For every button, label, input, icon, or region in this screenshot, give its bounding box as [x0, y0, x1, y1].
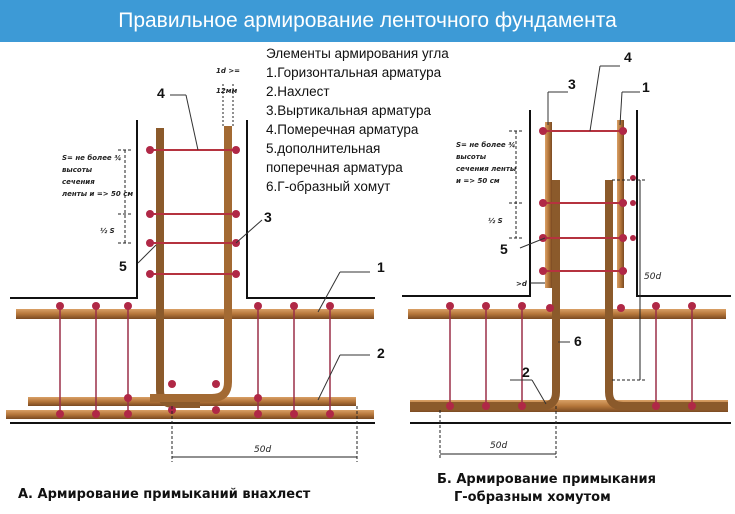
- right-transverse-bars: [540, 130, 627, 272]
- legend-heading: Элементы армирования угла: [266, 46, 449, 61]
- title-banner: Правильное армирование ленточного фундам…: [0, 0, 735, 42]
- right-50d-dimension: [439, 406, 557, 458]
- right-stirrups: [449, 305, 693, 410]
- right-diagram: S= не более ¾ высоты сечения ленты и => …: [402, 49, 731, 458]
- right-horizontal-bar-top: [408, 309, 726, 319]
- left-overlap-dimension: [222, 84, 234, 126]
- right-label-5: 5: [500, 241, 508, 257]
- legend-item: 4.Померечная арматура: [266, 122, 419, 137]
- legend-item: 6.Г-образный хомут: [266, 179, 391, 194]
- left-s-dimension: [118, 149, 132, 244]
- left-diagram: S= не более ¾ высоты сечения ленты и => …: [6, 67, 385, 462]
- legend-item: поперечная арматура: [266, 160, 403, 175]
- left-s-note-1: S= не более ¾: [62, 154, 121, 162]
- right-label-1: 1: [642, 79, 650, 95]
- right-l-clamp-right: [605, 180, 728, 410]
- right-50d-vertical-dimension: [612, 179, 645, 381]
- legend-item: 3.Выртикальная арматура: [266, 103, 432, 118]
- right-outline: [402, 110, 731, 424]
- left-s-note-4: ленты и => 50 см: [62, 190, 133, 198]
- left-s-note-2: высоты: [62, 166, 93, 174]
- legend-item: 2.Нахлест: [266, 84, 330, 99]
- right-label-2: 2: [522, 364, 530, 380]
- legend: Элементы армирования угла 1.Горизонтальн…: [266, 44, 449, 196]
- left-vertical-bar-b: [150, 126, 232, 402]
- right-s-note-1: S= не более ¾: [456, 141, 515, 149]
- left-horizontal-bar-top: [16, 309, 374, 319]
- left-s-note-3: сечения: [62, 178, 95, 186]
- left-overlap-note-1: 1d >=: [216, 67, 240, 75]
- right-joints: [446, 302, 696, 410]
- left-overlap-note-2: 12мм: [216, 87, 237, 95]
- left-label-3: 3: [264, 209, 272, 225]
- left-leaders: [137, 94, 370, 401]
- right-vertical-bar-3: [545, 122, 552, 288]
- right-s-note-2: высоты: [456, 153, 487, 161]
- left-half-s: ½ S: [100, 227, 115, 235]
- right-l-clamp-left: [410, 180, 560, 410]
- right-caption-line1: Б. Армирование примыкания: [437, 472, 656, 487]
- left-vertical-bar-a: [156, 128, 200, 408]
- right-caption-line2: Г-образным хомутом: [454, 490, 611, 505]
- right-label-3: 3: [568, 76, 576, 92]
- right-stem-joints: [539, 127, 636, 275]
- left-horizontal-bar-lowest: [6, 410, 374, 419]
- right-s-note-4: и => 50 см: [456, 177, 500, 185]
- right-50d-label: 50d: [490, 441, 507, 451]
- right-gap-note: >d: [516, 280, 528, 288]
- left-label-4: 4: [157, 85, 165, 101]
- left-label-5: 5: [119, 258, 127, 274]
- left-50d-dimension: [171, 406, 358, 462]
- left-label-1: 1: [377, 259, 385, 275]
- left-50d-label: 50d: [254, 445, 271, 455]
- right-label-4: 4: [624, 49, 632, 65]
- left-label-2: 2: [377, 345, 385, 361]
- legend-item: 1.Горизонтальная арматура: [266, 65, 442, 80]
- legend-item: 5.дополнительная: [266, 141, 381, 156]
- left-transverse-bars: [150, 149, 236, 275]
- right-label-6: 6: [574, 333, 582, 349]
- right-leaders: [510, 65, 640, 405]
- right-50d-vertical-label: 50d: [644, 272, 661, 282]
- left-outline: [10, 120, 375, 424]
- left-joints: [56, 302, 334, 418]
- right-half-s: ½ S: [488, 217, 503, 225]
- left-caption: А. Армирование примыканий внахлест: [18, 487, 311, 502]
- right-s-dimension: [509, 130, 523, 239]
- right-s-note-3: сечения ленты: [456, 165, 517, 173]
